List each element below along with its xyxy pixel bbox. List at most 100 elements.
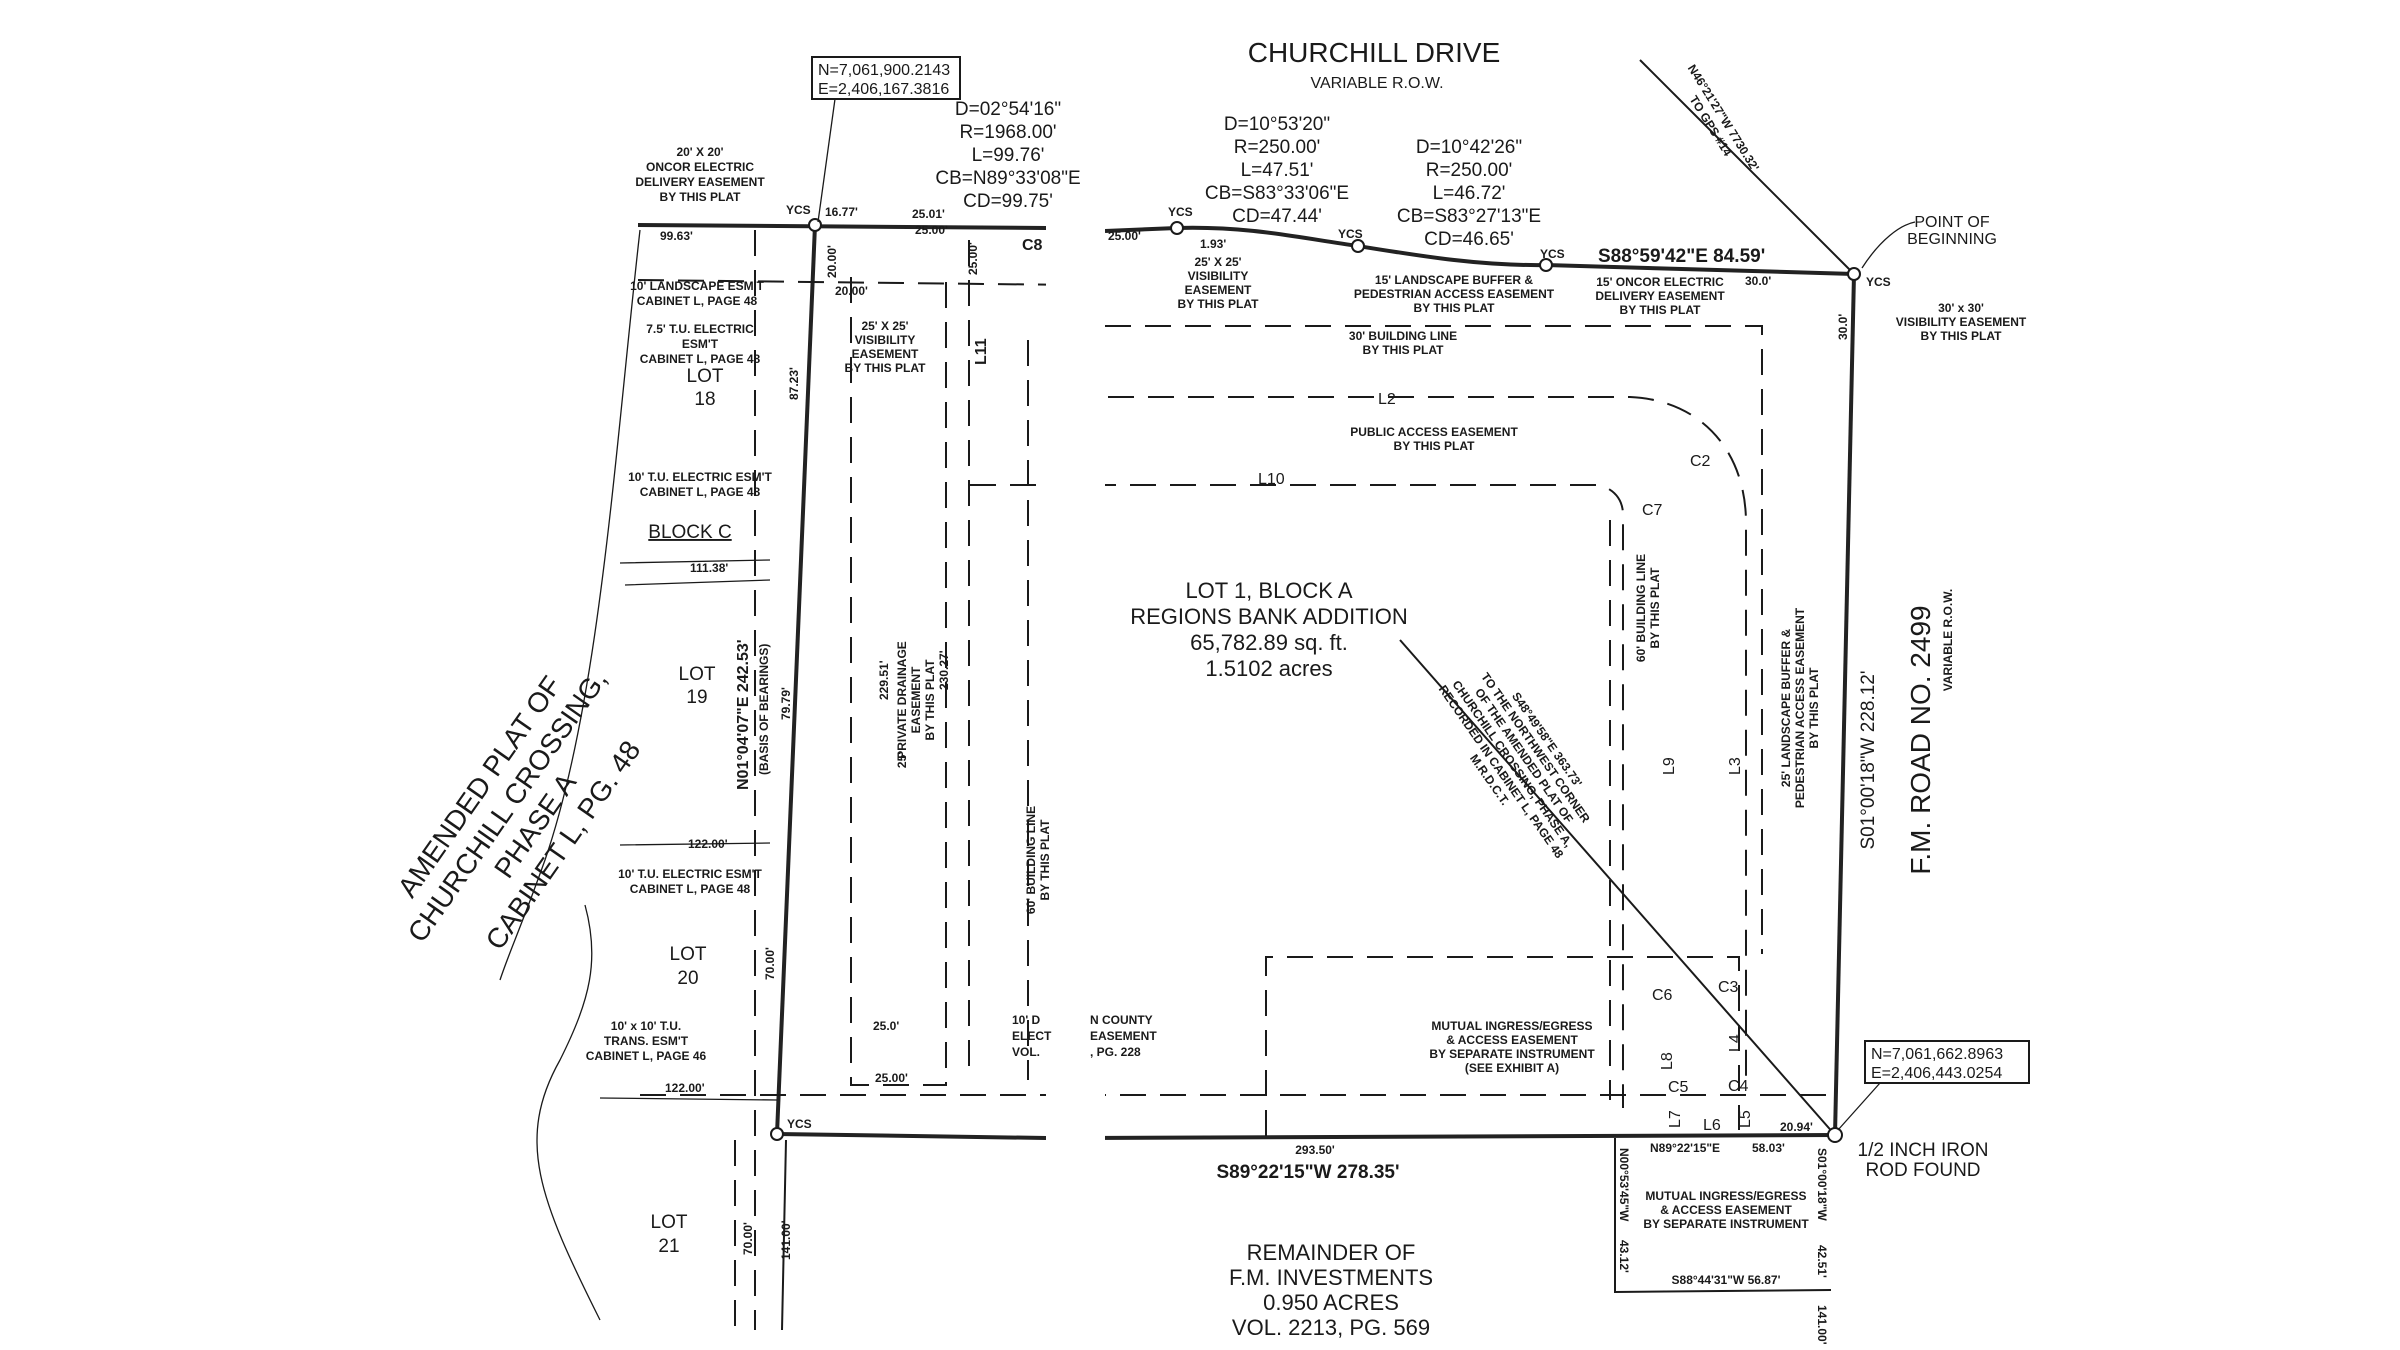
easement-label: PEDESTRIAN ACCESS EASEMENT bbox=[1793, 607, 1807, 808]
dim: 1.93' bbox=[1200, 237, 1226, 251]
curve-delta: D=02°54'16" bbox=[955, 99, 1061, 120]
north-bearing: S88°59'42"E 84.59' bbox=[1598, 246, 1765, 267]
iron-rod-line1: 1/2 INCH IRON bbox=[1858, 1140, 1989, 1161]
curve-label: C3 bbox=[1718, 979, 1739, 996]
easement-label: ONCOR ELECTRIC bbox=[646, 160, 754, 174]
curve-chord-bearing: CB=N89°33'08"E bbox=[935, 168, 1080, 189]
east-bearing: S01°00'18"W 228.12' bbox=[1858, 671, 1879, 850]
remainder-line: VOL. 2213, PG. 569 bbox=[1232, 1315, 1430, 1340]
curve-radius: R=250.00' bbox=[1426, 160, 1513, 181]
se-easting: E=2,406,443.0254 bbox=[1871, 1065, 2002, 1082]
dim: 70.00' bbox=[741, 1222, 755, 1255]
easement-label: MUTUAL INGRESS/EGRESS bbox=[1645, 1189, 1806, 1203]
easement-label: PRIVATE DRAINAGE bbox=[895, 641, 909, 759]
easement-label: 30' BUILDING LINE bbox=[1349, 329, 1457, 343]
easement-label: BY THIS PLAT bbox=[1038, 819, 1052, 901]
easement-label: 60' BUILDING LINE bbox=[1634, 554, 1648, 662]
lot-label: LOT bbox=[670, 944, 707, 965]
line-label: L9 bbox=[1661, 757, 1678, 775]
nw-easting: E=2,406,167.3816 bbox=[818, 81, 949, 98]
curve-chord-distance: CD=46.65' bbox=[1424, 229, 1514, 250]
dim: 230.27' bbox=[937, 650, 951, 690]
easement-label: VISIBILITY bbox=[1188, 269, 1249, 283]
fragment-label: , PG. 228 bbox=[1090, 1045, 1141, 1059]
dim: 25.00' bbox=[875, 1071, 908, 1085]
easement-label: 25' bbox=[895, 752, 909, 768]
easement-label: EASEMENT bbox=[1185, 283, 1252, 297]
easement-label: PEDESTRIAN ACCESS EASEMENT bbox=[1354, 287, 1555, 301]
dim: 58.03' bbox=[1752, 1141, 1785, 1155]
dim: 122.00' bbox=[665, 1081, 705, 1095]
curve-chord-distance: CD=47.44' bbox=[1232, 206, 1322, 227]
easement-label: CABINET L, PAGE 46 bbox=[586, 1049, 707, 1063]
fragment-label: N COUNTY bbox=[1090, 1013, 1153, 1027]
ycs-label: YCS bbox=[1866, 275, 1891, 289]
line-label: L6 bbox=[1703, 1117, 1721, 1134]
fragment-label: VOL. bbox=[1012, 1045, 1040, 1059]
dim: 229.51' bbox=[877, 660, 891, 700]
easement-label: DELIVERY EASEMENT bbox=[1595, 289, 1725, 303]
west-bearing: N01°04'07"E 242.53' bbox=[735, 639, 752, 790]
fragment-label: EASEMENT bbox=[1090, 1029, 1157, 1043]
ycs-label: YCS bbox=[1168, 205, 1193, 219]
dim: 99.63' bbox=[660, 229, 693, 243]
easement-label: MUTUAL INGRESS/EGRESS bbox=[1431, 1019, 1592, 1033]
easement-label: (SEE EXHIBIT A) bbox=[1465, 1061, 1559, 1075]
easement-label: 15' LANDSCAPE BUFFER & bbox=[1375, 273, 1534, 287]
easement-label: VISIBILITY EASEMENT bbox=[1896, 315, 2027, 329]
easement-label: BY THIS PLAT bbox=[1394, 439, 1476, 453]
ycs-labels: YCS YCS YCS YCS YCS YCS bbox=[786, 203, 1891, 1131]
pob-line1: POINT OF bbox=[1914, 214, 1989, 231]
easement-label: BY THIS PLAT bbox=[1178, 297, 1260, 311]
easement-label: 10' x 10' T.U. bbox=[611, 1019, 681, 1033]
lot-label: LOT bbox=[687, 366, 724, 387]
lot-labels: LOT 18 LOT 19 LOT 20 LOT 21 BLOCK C bbox=[648, 366, 731, 1257]
fragment-label: ELECT bbox=[1012, 1029, 1052, 1043]
easement-label: BY SEPARATE INSTRUMENT bbox=[1643, 1217, 1809, 1231]
dim: 30.0' bbox=[1745, 274, 1771, 288]
gps-tie-label: N46°21'27"W 7730.32' TO GPS #14 bbox=[1685, 62, 1762, 174]
curve-radius: R=250.00' bbox=[1234, 137, 1321, 158]
curve-data-east: D=10°42'26" R=250.00' L=46.72' CB=S83°27… bbox=[1397, 137, 1541, 250]
easement-label: 25' LANDSCAPE BUFFER & bbox=[1779, 629, 1793, 788]
line-label: L7 bbox=[1667, 1110, 1684, 1128]
easement-label: EASEMENT bbox=[852, 347, 919, 361]
easement-label: ESM'T bbox=[682, 337, 719, 351]
lot-title: LOT 1, BLOCK A bbox=[1185, 578, 1352, 603]
lot-number: 20 bbox=[677, 968, 698, 989]
easement-label: 15' ONCOR ELECTRIC bbox=[1596, 275, 1724, 289]
tie-line-label: S48°49'58"E 363.73' TO THE NORTHWEST COR… bbox=[1436, 670, 1593, 861]
curve-data-c8: D=02°54'16" R=1968.00' L=99.76' CB=N89°3… bbox=[935, 99, 1080, 212]
curve-label: C6 bbox=[1652, 987, 1673, 1004]
se-northing: N=7,061,662.8963 bbox=[1871, 1046, 2003, 1063]
easement-label: 10' T.U. ELECTRIC ESM'T bbox=[618, 867, 762, 881]
basis-of-bearings: (BASIS OF BEARINGS) bbox=[757, 644, 771, 775]
adjacent-plat-lines bbox=[499, 229, 787, 1331]
easement-label: & ACCESS EASEMENT bbox=[1660, 1203, 1792, 1217]
dim: 20.00' bbox=[825, 245, 839, 278]
curve-chord-bearing: CB=S83°33'06"E bbox=[1205, 183, 1349, 204]
easement-label: CABINET L, PAGE 48 bbox=[630, 882, 751, 896]
lot-label: LOT bbox=[651, 1212, 688, 1233]
nw-coordinate-box bbox=[811, 56, 961, 100]
easement-label: 60' BUILDING LINE bbox=[1024, 806, 1038, 914]
line-label: L2 bbox=[1378, 391, 1396, 408]
easement-label: BY THIS PLAT bbox=[923, 659, 937, 741]
curve-label: C5 bbox=[1668, 1079, 1689, 1096]
curve-label: C2 bbox=[1690, 453, 1711, 470]
curve-length: L=99.76' bbox=[972, 145, 1045, 166]
curve-radius: R=1968.00' bbox=[959, 122, 1056, 143]
remainder-line: F.M. INVESTMENTS bbox=[1229, 1265, 1433, 1290]
main-lot-label: LOT 1, BLOCK A REGIONS BANK ADDITION 65,… bbox=[1130, 578, 1408, 681]
curve-chord-distance: CD=99.75' bbox=[963, 191, 1053, 212]
street-name: CHURCHILL DRIVE bbox=[1248, 37, 1501, 68]
block-label: BLOCK C bbox=[648, 522, 731, 543]
lot-area-acres: 1.5102 acres bbox=[1205, 656, 1332, 681]
curve-label: C4 bbox=[1728, 1078, 1749, 1095]
dim: N89°22'15"E bbox=[1650, 1141, 1720, 1155]
easement-label: EASEMENT bbox=[909, 666, 923, 733]
remainder-line: REMAINDER OF bbox=[1247, 1240, 1416, 1265]
dim: 111.38' bbox=[690, 561, 728, 575]
cut-off-labels: 10' D ELECT VOL. N COUNTY EASEMENT , PG.… bbox=[1012, 1013, 1157, 1059]
